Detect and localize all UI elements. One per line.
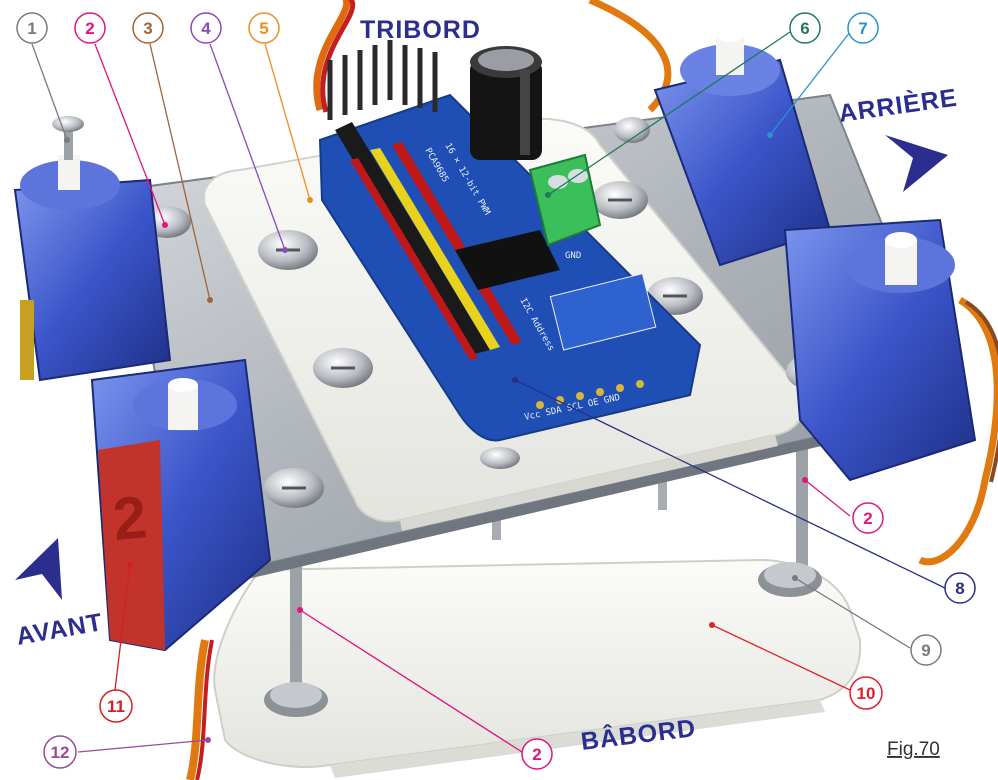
servo-front-bottom: 2 [90,358,272,652]
svg-text:12: 12 [51,743,70,762]
arriere-arrow-icon [885,135,948,192]
callout-9: 9 [910,634,942,666]
callout-6: 6 [789,12,821,44]
header-pins [327,40,522,360]
svg-text:10: 10 [857,684,876,703]
callout-8: 8 [944,572,976,604]
callout-leader-lines [31,31,946,753]
figure-label: Fig.70 [887,739,940,760]
callout-5: 5 [248,12,280,44]
callout-12: 12 [43,735,77,769]
svg-text:1: 1 [27,19,36,38]
callout-2-bottom: 2 [521,738,553,770]
callout-2-top: 2 [74,12,106,44]
callout-7: 7 [847,12,879,44]
capacitor [470,46,542,160]
pcb-gnd-label: GND [565,251,581,261]
callout-10: 10 [849,676,883,710]
svg-text:2: 2 [110,483,149,553]
lower-acrylic-plate [213,558,862,778]
pwm-driver-board: PCA9685 16 × 12-bit PWM I2C Address GND … [318,40,702,442]
svg-text:7: 7 [858,19,867,38]
servo-rear-bottom [783,218,977,482]
svg-text:8: 8 [955,579,964,598]
svg-text:2: 2 [532,745,541,764]
svg-text:9: 9 [921,641,930,660]
power-terminal-block [528,153,602,247]
servo-front-left [13,116,172,382]
direction-tribord: TRIBORD [360,16,481,44]
callout-3: 3 [132,12,164,44]
callout-11: 11 [99,689,133,723]
direction-avant: AVANT [14,608,105,651]
svg-text:2: 2 [863,509,872,528]
svg-text:4: 4 [201,19,211,38]
svg-text:5: 5 [259,19,268,38]
svg-text:2: 2 [85,19,94,38]
callout-4: 4 [190,12,222,44]
servo-rear-top [653,28,832,267]
callout-anchor-dots [64,132,808,743]
svg-text:6: 6 [800,19,809,38]
pca9685-chip [455,230,560,290]
direction-arriere: ARRIÈRE [837,83,959,128]
svg-text:11: 11 [107,697,125,716]
callout-2-right: 2 [852,502,884,534]
callout-1: 1 [16,12,48,44]
avant-arrow-icon [15,538,62,600]
svg-text:3: 3 [143,19,152,38]
